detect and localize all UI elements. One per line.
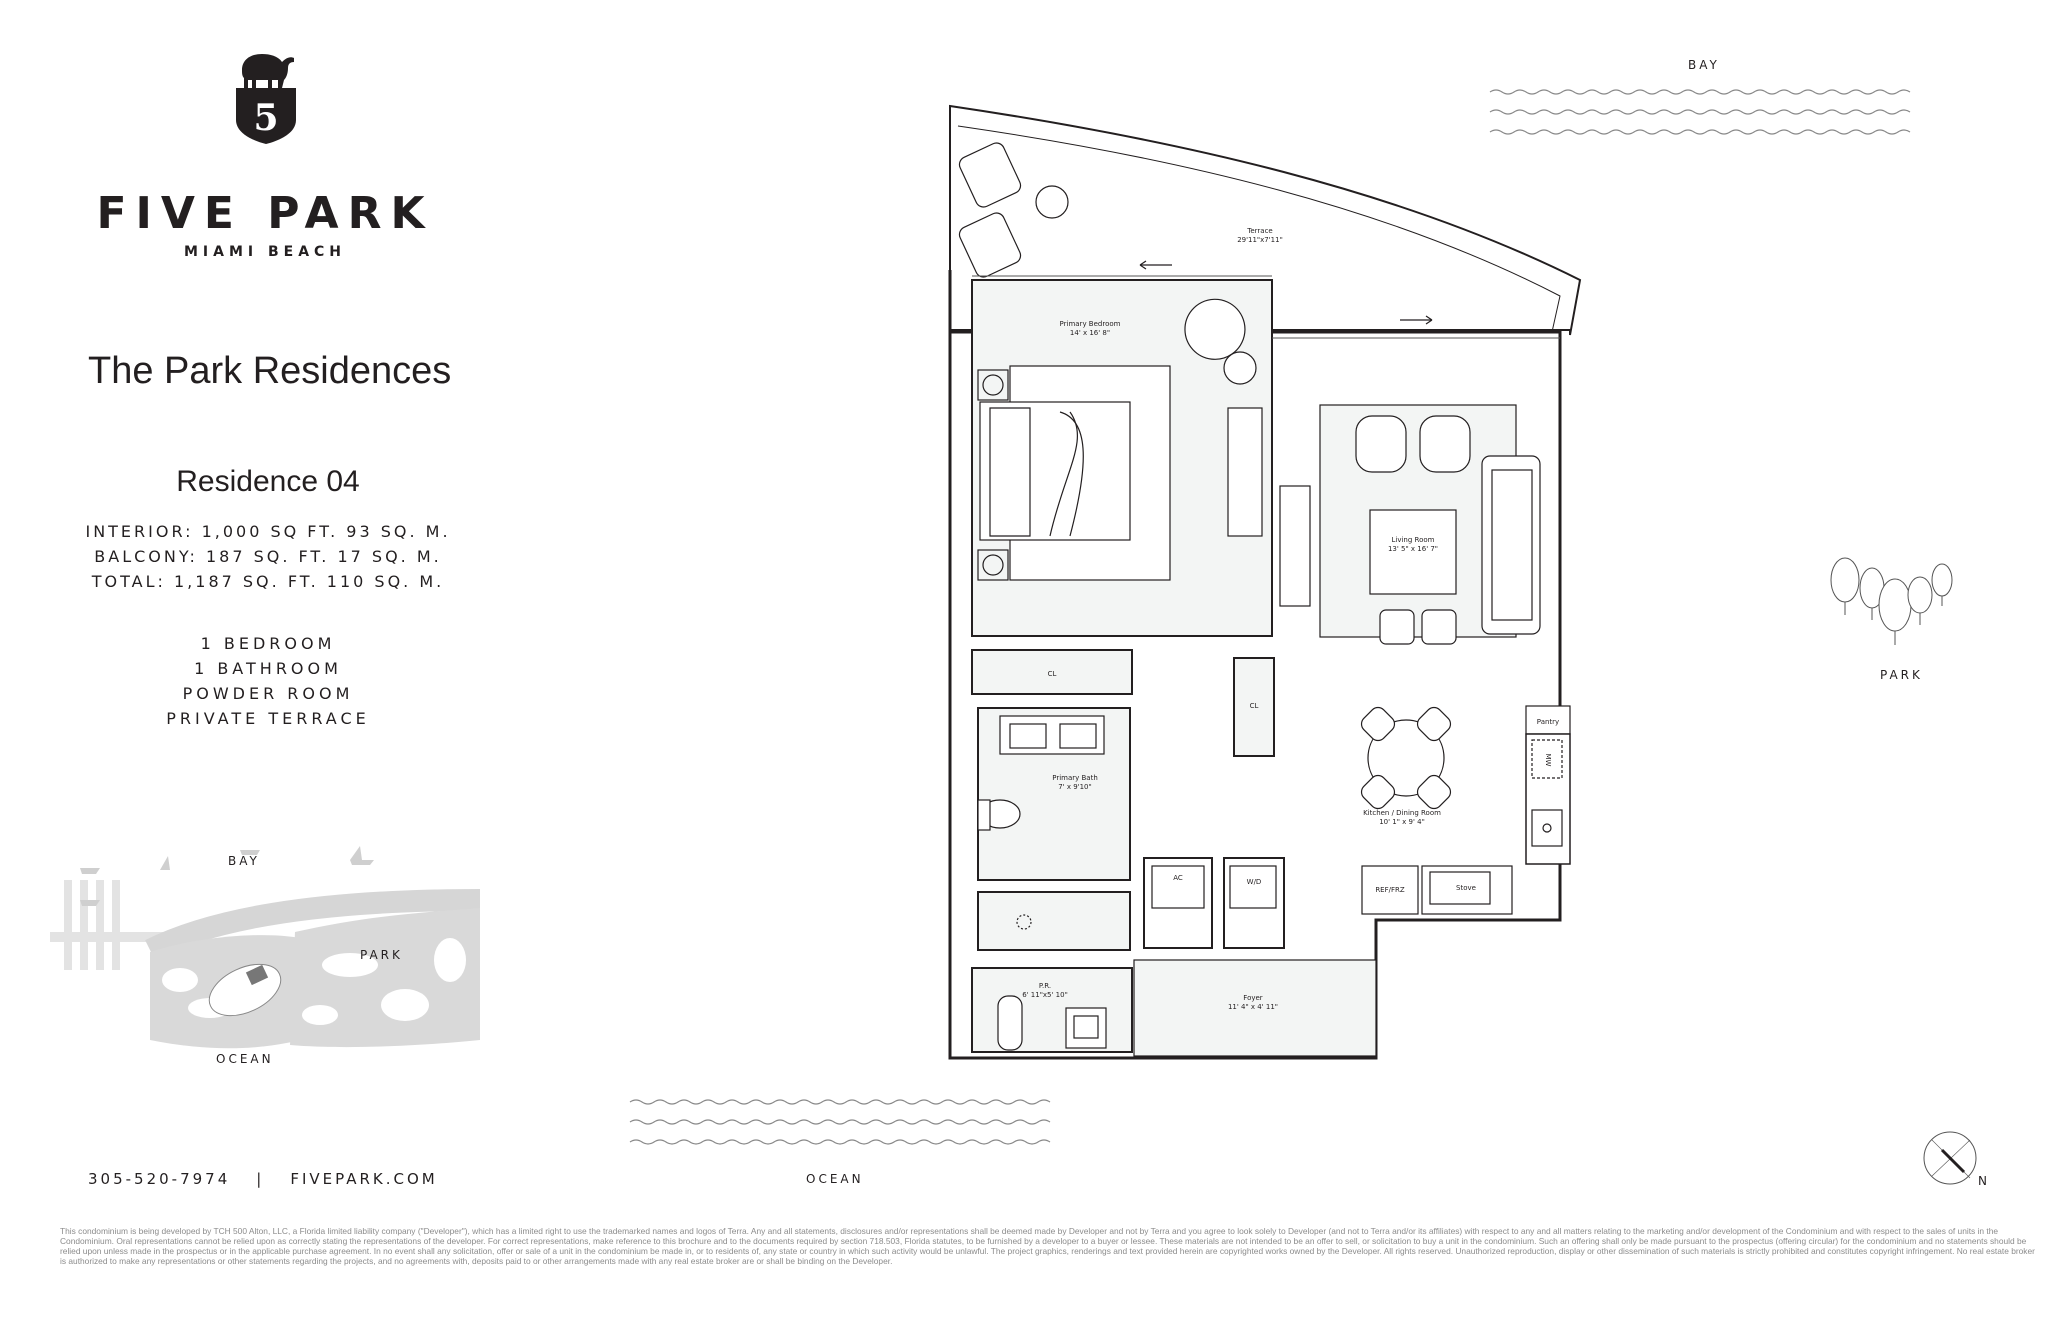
kitchen-dims: 10' 1" x 9' 4"	[1379, 818, 1425, 826]
primary-bath-label: Primary Bath	[1052, 774, 1098, 782]
feature-powder-room: POWDER ROOM	[182, 684, 354, 703]
ac-label: AC	[1173, 874, 1183, 882]
feature-bathrooms: 1 BATHROOM	[194, 659, 342, 678]
ocean-waves	[629, 1099, 1051, 1145]
ref-frz-label: REF/FRZ	[1375, 886, 1405, 894]
closet-2-label: CL	[1250, 702, 1259, 710]
armchair	[1184, 298, 1246, 360]
mw-label: MW	[1544, 754, 1552, 767]
phone-number[interactable]: 305-520-7974	[88, 1170, 231, 1188]
elephant-shield-logo-icon: 5	[236, 54, 296, 144]
balcony-area: BALCONY: 187 SQ. FT. 17 SQ. M.	[94, 547, 442, 566]
foyer	[1133, 959, 1377, 1057]
terrace-outline	[949, 104, 1582, 336]
park-trees-icon	[1830, 557, 1953, 645]
interior-area: INTERIOR: 1,000 SQ FT. 93 SQ. M.	[85, 522, 451, 541]
brand-location: MIAMI BEACH	[183, 244, 347, 260]
north-compass-icon	[1923, 1131, 1977, 1185]
website-link[interactable]: FIVEPARK.COM	[290, 1170, 438, 1188]
floor-plan: Terrace 29'11"x7'11" Primary Bedroom 14'…	[629, 89, 1977, 1185]
primary-bath-dims: 7' x 9'10"	[1058, 783, 1091, 791]
pantry-label: Pantry	[1537, 718, 1559, 726]
legal-disclaimer: This condominium is being developed by T…	[60, 1226, 2035, 1266]
north-label: N	[1978, 1174, 1987, 1188]
primary-bedroom-label: Primary Bedroom	[1060, 320, 1121, 328]
site-map: BAY PARK OCEAN	[50, 840, 490, 1080]
dining-table	[1367, 719, 1445, 797]
closet-1-label: CL	[1048, 670, 1057, 678]
site-map-graphic	[50, 846, 481, 1049]
site-map-bay-label: BAY	[228, 854, 260, 868]
foyer-dims: 11' 4" x 4' 11"	[1228, 1003, 1278, 1011]
closet-1	[971, 649, 1133, 695]
contact-separator: |	[256, 1170, 265, 1188]
terrace-label: Terrace	[1246, 227, 1272, 235]
bay-waves	[1489, 89, 1911, 135]
wd-label: W/D	[1247, 878, 1262, 886]
collection-title: The Park Residences	[88, 350, 452, 392]
ocean-label: OCEAN	[806, 1172, 864, 1186]
stove	[1421, 865, 1513, 915]
powder-room	[971, 967, 1133, 1053]
brand-name: FIVE PARK	[96, 188, 434, 239]
park-label: PARK	[1880, 668, 1923, 682]
primary-bedroom-dims: 14' x 16' 8"	[1070, 329, 1110, 337]
contact-info: 305-520-7974 | FIVEPARK.COM	[88, 1170, 438, 1188]
living-room-dims: 13' 5" x 16' 7"	[1388, 545, 1438, 553]
site-map-ocean-label: OCEAN	[216, 1052, 274, 1066]
feature-terrace: PRIVATE TERRACE	[166, 709, 370, 728]
terrace-dims: 29'11"x7'11"	[1237, 236, 1283, 244]
ref-frz	[1361, 865, 1419, 915]
kitchen-label: Kitchen / Dining Room	[1363, 809, 1441, 817]
powder-room-label: P.R.	[1039, 982, 1051, 990]
ac-closet	[1143, 857, 1213, 949]
wd-closet	[1223, 857, 1285, 949]
living-room-label: Living Room	[1392, 536, 1435, 544]
logo-mark: 5	[253, 97, 278, 139]
total-area: TOTAL: 1,187 SQ. FT. 110 SQ. M.	[91, 572, 445, 591]
stove-label: Stove	[1456, 884, 1476, 892]
foyer-label: Foyer	[1243, 994, 1263, 1002]
site-map-park-label: PARK	[360, 948, 403, 962]
bay-label: BAY	[1688, 58, 1720, 72]
closet-2	[1233, 657, 1275, 757]
powder-room-dims: 6' 11"x5' 10"	[1022, 991, 1068, 999]
residence-name: Residence 04	[176, 465, 360, 498]
feature-bedrooms: 1 BEDROOM	[200, 634, 336, 653]
